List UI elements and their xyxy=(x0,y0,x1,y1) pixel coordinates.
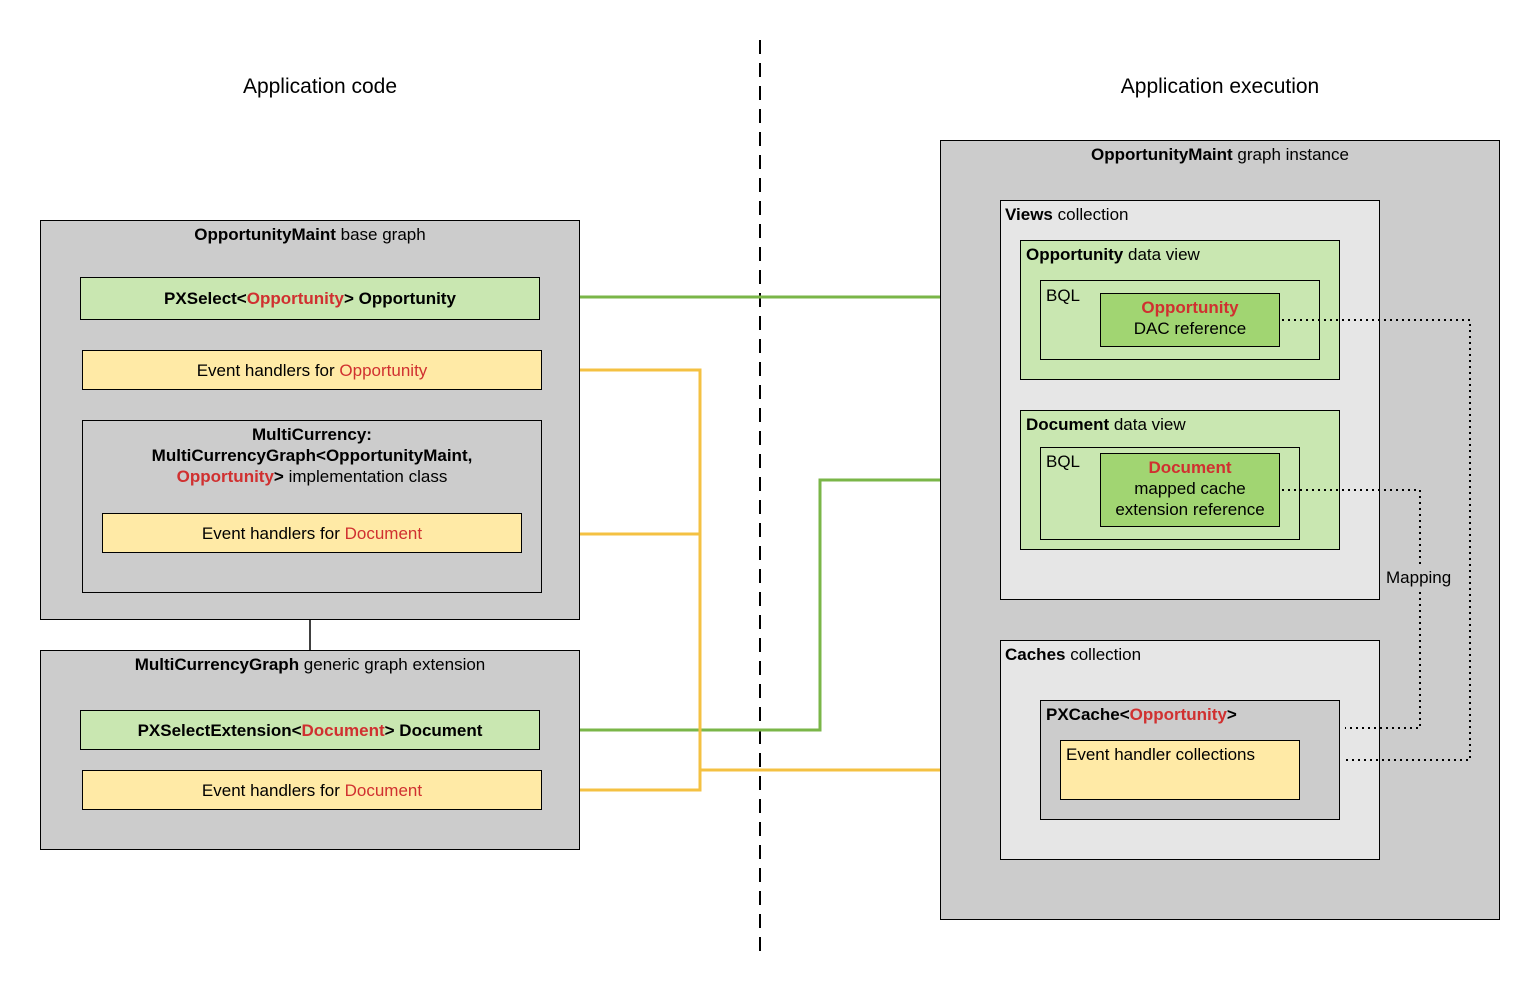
graph-extension-title: MultiCurrencyGraph generic graph extensi… xyxy=(134,655,486,674)
multicurrency-impl-line1: MultiCurrency: xyxy=(252,425,372,444)
application-code-heading: Application code xyxy=(242,75,398,98)
base-graph-title: OpportunityMaint base graph xyxy=(194,225,426,244)
multicurrency-impl-line2: MultiCurrencyGraph<OpportunityMaint, xyxy=(151,446,473,465)
pxselect-opportunity-view: PXSelect<Opportunity> Opportunity xyxy=(80,277,540,320)
opportunity-data-view-title: Opportunity data view xyxy=(1026,245,1200,264)
opportunity-dac-reference: Opportunity DAC reference xyxy=(1100,293,1280,347)
opportunity-event-handlers: Event handlers for Opportunity xyxy=(82,350,542,390)
graph-instance-title: OpportunityMaint graph instance xyxy=(1091,145,1349,164)
event-handler-collections: Event handler collections xyxy=(1060,740,1300,800)
application-execution-heading: Application execution xyxy=(1120,75,1320,98)
document-bql-label: BQL xyxy=(1046,452,1081,471)
opportunity-bql-label: BQL xyxy=(1046,286,1081,305)
document-data-view-title: Document data view xyxy=(1026,415,1186,434)
document-view-arrow xyxy=(540,478,1008,732)
caches-collection-title: Caches collection xyxy=(1005,645,1142,664)
document-mapped-cache-reference: Document mapped cache extension referenc… xyxy=(1100,453,1280,527)
mapping-label: Mapping xyxy=(1384,567,1454,588)
pxcache-title: PXCache<Opportunity> xyxy=(1046,705,1237,724)
pxselectextension-document-view: PXSelectExtension<Document> Document xyxy=(80,710,540,750)
graph-extension-box xyxy=(40,650,580,850)
multicurrency-impl-box xyxy=(82,420,542,593)
multicurrency-impl-line3: Opportunity> implementation class xyxy=(176,467,448,486)
opportunity-handlers-line xyxy=(542,368,702,792)
mapping-line-opportunity xyxy=(1282,319,1471,761)
mapping-line-document xyxy=(1282,489,1421,729)
views-collection-title: Views collection xyxy=(1005,205,1129,224)
impl-document-event-handlers: Event handlers for Document xyxy=(102,513,522,553)
extension-document-event-handlers: Event handlers for Document xyxy=(82,770,542,810)
